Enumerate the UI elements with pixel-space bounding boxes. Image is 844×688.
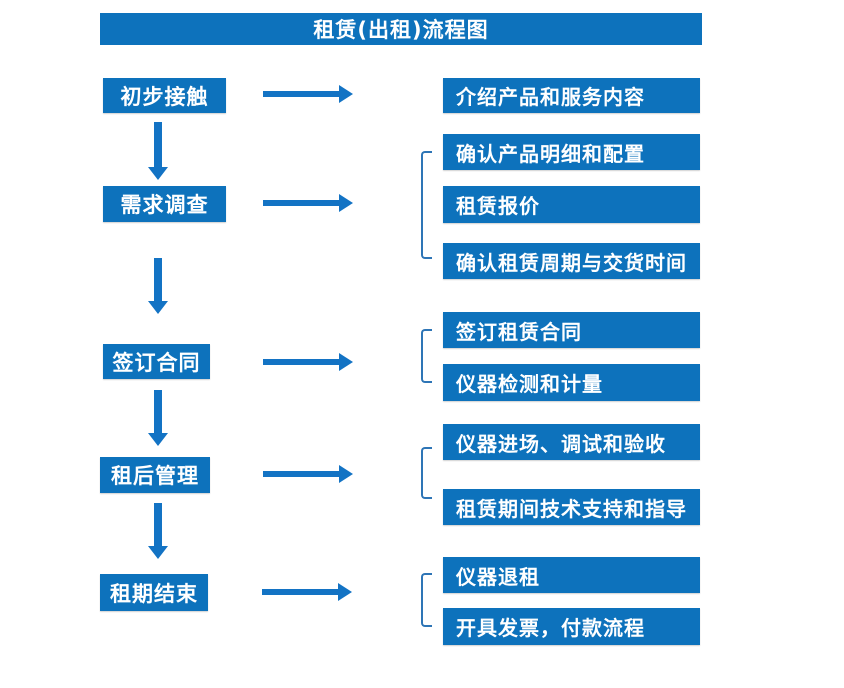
output-label: 介绍产品和服务内容	[456, 85, 645, 109]
output-node-sign-rental-contract: 签订租赁合同	[443, 312, 700, 348]
output-label: 确认产品明细和配置	[456, 141, 645, 166]
step-node-post-rental-management: 租后管理	[100, 457, 210, 493]
down-arrow-step3-to-step4	[154, 390, 162, 434]
bracket-step3-outputs	[421, 329, 432, 383]
step-node-demand-survey: 需求调查	[103, 186, 226, 222]
output-node-confirm-product-details: 确认产品明细和配置	[443, 134, 700, 170]
output-node-instrument-return: 仪器退租	[443, 557, 700, 593]
flowchart-title-text: 租赁(出租)流程图	[313, 18, 489, 42]
output-node-confirm-rental-period: 确认租赁周期与交货时间	[443, 243, 700, 279]
output-label: 确认租赁周期与交货时间	[456, 250, 687, 275]
bracket-step4-outputs	[421, 447, 432, 499]
right-arrow-step2-outputs	[263, 200, 340, 206]
flowchart-title: 租赁(出租)流程图	[100, 13, 702, 45]
output-node-invoice-payment: 开具发票，付款流程	[443, 608, 700, 645]
bracket-step5-outputs	[421, 573, 432, 627]
bracket-step2-outputs	[421, 151, 432, 259]
output-node-instrument-setup-acceptance: 仪器进场、调试和验收	[443, 424, 700, 460]
output-label: 仪器检测和计量	[456, 372, 603, 396]
output-node-instrument-testing: 仪器检测和计量	[443, 364, 700, 401]
output-node-technical-support: 租赁期间技术支持和指导	[443, 489, 700, 525]
output-node-rental-quotation: 租赁报价	[443, 186, 700, 223]
step-node-initial-contact: 初步接触	[103, 78, 226, 113]
step-label: 签订合同	[112, 350, 201, 375]
output-label: 仪器退租	[456, 564, 540, 589]
step-label: 初步接触	[120, 84, 209, 109]
right-arrow-step1-outputs	[263, 91, 340, 97]
output-label: 开具发票，付款流程	[456, 616, 645, 640]
step-node-rental-end: 租期结束	[100, 574, 208, 611]
output-label: 租赁期间技术支持和指导	[456, 496, 687, 521]
down-arrow-step2-to-step3	[154, 258, 162, 302]
step-label: 租后管理	[111, 464, 199, 488]
right-arrow-step4-outputs	[263, 471, 340, 477]
output-label: 仪器进场、调试和验收	[456, 431, 666, 456]
output-node-introduce-products: 介绍产品和服务内容	[443, 78, 700, 113]
right-arrow-step3-outputs	[263, 359, 340, 365]
output-label: 租赁报价	[456, 194, 540, 218]
down-arrow-step4-to-step5	[154, 503, 162, 547]
down-arrow-step1-to-step2	[154, 122, 162, 168]
step-label: 租期结束	[110, 581, 198, 606]
output-label: 签订租赁合同	[456, 319, 582, 344]
step-label: 需求调查	[120, 193, 209, 217]
step-node-sign-contract: 签订合同	[103, 344, 210, 379]
right-arrow-step5-outputs	[262, 589, 339, 595]
